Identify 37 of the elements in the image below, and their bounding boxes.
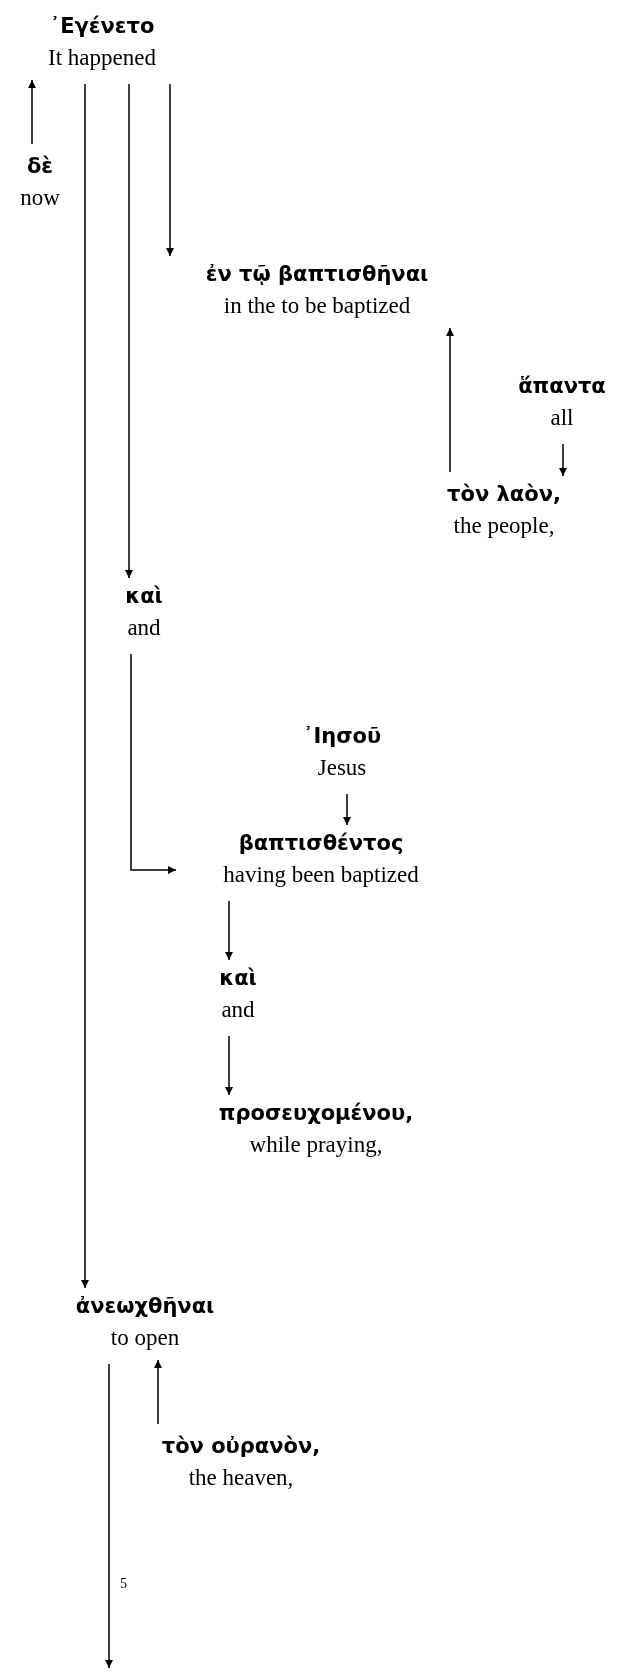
verse-number: 5: [120, 1575, 127, 1593]
english-gloss: the people,: [453, 512, 555, 540]
english-gloss: having been baptized: [223, 861, 419, 889]
greek-word: ᾿Ιησοῦ: [302, 723, 382, 750]
english-gloss: now: [20, 184, 60, 212]
greek-word: ᾿Εγένετο: [49, 13, 155, 40]
english-gloss: in the to be baptized: [223, 292, 411, 320]
arrow: [125, 83, 133, 579]
arrow: [105, 1363, 113, 1669]
arrow: [225, 900, 233, 961]
greek-word: ἐν τῷ βαπτισθῆναι: [205, 261, 429, 288]
english-gloss: and: [221, 996, 255, 1024]
arrow: [81, 83, 89, 1289]
greek-word: καὶ: [125, 583, 163, 610]
arrow: [225, 1035, 233, 1096]
arrow: [154, 1359, 162, 1425]
english-gloss: It happened: [48, 44, 156, 72]
english-gloss: while praying,: [249, 1131, 383, 1159]
greek-word: βαπτισθέντος: [238, 830, 404, 857]
greek-word: καὶ: [219, 965, 257, 992]
english-gloss: to open: [110, 1324, 180, 1352]
arrow: [166, 83, 174, 257]
english-gloss: Jesus: [317, 754, 367, 782]
arrow: [446, 327, 454, 473]
arrow: [130, 653, 177, 874]
greek-word: τὸν οὐρανὸν,: [161, 1433, 321, 1460]
arrow: [559, 443, 567, 477]
arrow: [28, 79, 36, 145]
greek-word: προσευχομένου,: [218, 1100, 414, 1127]
greek-word: δὲ: [26, 153, 54, 180]
english-gloss: all: [550, 404, 574, 432]
greek-word: τὸν λαὸν,: [447, 481, 561, 508]
greek-word: ἀνεωχθῆναι: [75, 1293, 215, 1320]
arrow: [343, 793, 351, 826]
english-gloss: the heaven,: [188, 1464, 294, 1492]
english-gloss: and: [127, 614, 161, 642]
greek-word: ἅπαντα: [518, 373, 606, 400]
